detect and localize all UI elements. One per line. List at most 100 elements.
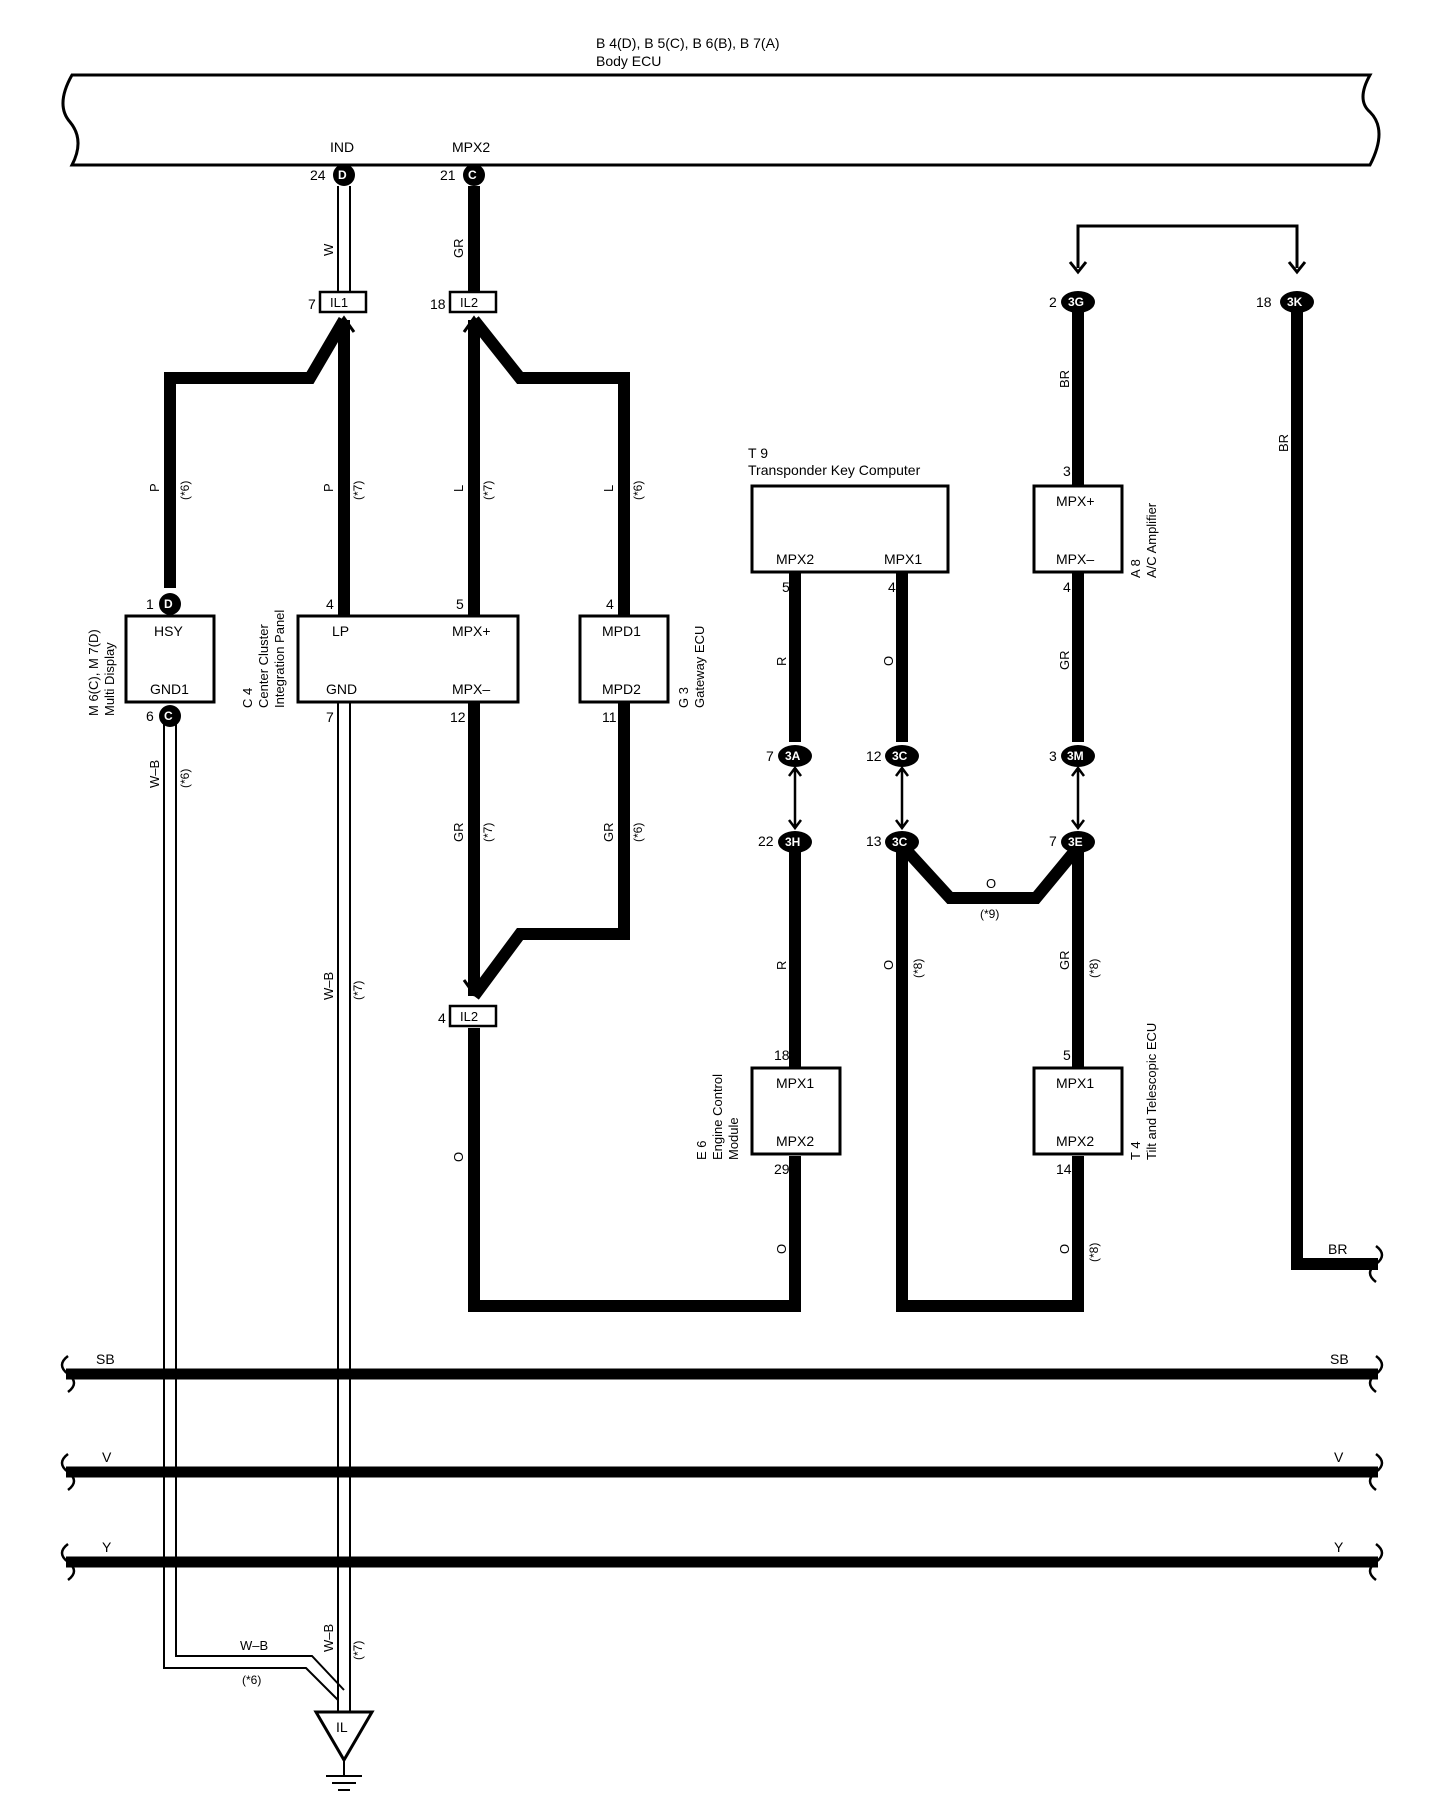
md-gnd1-num: 6 <box>146 708 154 724</box>
3a-3h-mate-icon <box>788 765 802 831</box>
gw-mpd2-label: MPD2 <box>602 681 641 697</box>
il2-bottom-num: 4 <box>438 1010 446 1026</box>
3e-oval-icon <box>1061 831 1095 853</box>
3e-label: 3E <box>1068 835 1083 849</box>
mating-arrows <box>788 765 1085 831</box>
3g-oval-icon <box>1061 291 1095 313</box>
lbl-wb-6: W–B <box>147 760 162 788</box>
connector-3c-lower: 13 3C <box>866 831 919 853</box>
lbl-wb-6-low: W–B <box>240 1638 268 1653</box>
connector-3h: 22 3H <box>758 831 812 853</box>
pin-mpx2-label: MPX2 <box>452 139 490 155</box>
bus-y-label-left: Y <box>102 1539 112 1555</box>
lbl-n6-l: (*6) <box>631 481 645 500</box>
bus-br-break <box>1368 1245 1384 1283</box>
3c-upper-label: 3C <box>892 749 908 763</box>
gw-box <box>578 614 670 704</box>
cc-box <box>296 614 520 704</box>
connector-3c-upper: 12 3C <box>866 745 919 767</box>
ac-amplifier: 3 MPX+ MPX– 4 A 8 A/C Amplifier <box>1032 463 1159 595</box>
connector-3k: 18 3K <box>1256 261 1314 313</box>
bus-sb-label-left: SB <box>96 1351 115 1367</box>
center-cluster-panel: 4 5 LP MPX+ GND MPX– 7 12 C 4 Center Clu… <box>240 596 520 725</box>
3h-num: 22 <box>758 833 774 849</box>
lbl-n7-wb-low: (*7) <box>351 1641 365 1660</box>
ground-triangle-icon <box>313 1710 375 1763</box>
lbl-n7-gr: (*7) <box>481 823 495 842</box>
lbl-n6-wb: (*6) <box>178 769 192 788</box>
lbl-l-6: L <box>601 485 616 492</box>
lbl-o-il2: O <box>451 1152 466 1162</box>
ecm-name2: Module <box>726 1117 741 1160</box>
3c-3c-mate-icon <box>895 765 909 831</box>
ac-mpxplus-label: MPX+ <box>1056 493 1095 509</box>
tt-mpx2-label: MPX2 <box>1056 1133 1094 1149</box>
3k-label: 3K <box>1287 295 1303 309</box>
lbl-r-top: R <box>774 657 789 666</box>
connector-c-icon <box>463 164 485 186</box>
lbl-o-top: O <box>881 656 896 666</box>
md-code: M 6(C), M 7(D) <box>86 629 101 716</box>
md-connector-d-icon <box>159 593 181 615</box>
3a-oval-icon <box>778 745 812 767</box>
ac-name: A/C Amplifier <box>1144 502 1159 578</box>
ecm-mpx2-label: MPX2 <box>776 1133 814 1149</box>
wire-o-tilt <box>896 852 1084 1312</box>
3g-num: 2 <box>1049 294 1057 310</box>
ac-mpxplus-num: 3 <box>1063 463 1071 479</box>
3k-oval-icon <box>1280 291 1314 313</box>
lbl-n8-gr: (*8) <box>1087 959 1101 978</box>
cc-gnd-label: GND <box>326 681 357 697</box>
cc-gnd-num: 7 <box>326 709 334 725</box>
ground-il: IL <box>313 1710 375 1791</box>
body-ecu-outline <box>61 73 1381 167</box>
md-hsy-label: HSY <box>154 623 183 639</box>
gw-code: G 3 <box>676 687 691 708</box>
pin-ind-label: IND <box>330 139 354 155</box>
gw-mpd2-num: 11 <box>602 709 617 725</box>
bus-v-label-right: V <box>1334 1449 1344 1465</box>
3a-num: 7 <box>766 748 774 764</box>
wire-br-3k <box>1291 312 1378 1270</box>
lbl-gr-ac: GR <box>1057 651 1072 671</box>
gw-mpd1-label: MPD1 <box>602 623 641 639</box>
lbl-n6-wb-low: (*6) <box>242 1673 261 1687</box>
bus-sb-label-right: SB <box>1330 1351 1349 1367</box>
tt-mpx1-label: MPX1 <box>1056 1075 1094 1091</box>
lbl-br-3k: BR <box>1276 434 1291 452</box>
connector-3e: 7 3E <box>1049 831 1095 853</box>
tt-mpx2-num: 14 <box>1056 1161 1072 1177</box>
il1-top-arrow-icon <box>332 315 356 333</box>
cc-lp-num: 4 <box>326 596 334 612</box>
junction-il2-bottom: 4 IL2 <box>438 979 498 1028</box>
cc-name2: Integration Panel <box>272 610 287 708</box>
lbl-o-tt: O <box>1057 1244 1072 1254</box>
wire-horizontal-labels: O (*9) W–B (*6) <box>240 876 999 1687</box>
3g-arrow-icon <box>1068 261 1088 275</box>
tt-mpx1-num: 5 <box>1063 1047 1071 1063</box>
ac-code: A 8 <box>1128 559 1143 578</box>
lbl-n7-wb: (*7) <box>351 981 365 1000</box>
il2-top-arrow-icon <box>462 315 486 333</box>
multi-display: 1 D HSY GND1 6 C M 6(C), M 7(D) Multi Di… <box>86 593 216 727</box>
3g-label: 3G <box>1068 295 1084 309</box>
il2-top-box <box>448 290 498 314</box>
connector-3g: 2 3G <box>1049 261 1095 313</box>
ac-mpxminus-num: 4 <box>1063 579 1071 595</box>
3h-label: 3H <box>785 835 800 849</box>
il1-top-label: IL1 <box>330 295 348 310</box>
il1-top-num: 7 <box>308 296 316 312</box>
lbl-n6-gr: (*6) <box>631 823 645 842</box>
il2-bottom-box <box>448 1004 498 1028</box>
3h-oval-icon <box>778 831 812 853</box>
md-box <box>124 614 216 704</box>
lbl-wb-7: W–B <box>321 972 336 1000</box>
tilt-telescopic-ecu: 5 MPX1 MPX2 14 T 4 Tilt and Telescopic E… <box>1032 1023 1159 1177</box>
ac-box <box>1032 484 1124 574</box>
lbl-br-ac: BR <box>1057 370 1072 388</box>
buses: SB SB V V Y Y BR <box>60 1241 1384 1581</box>
lbl-n7-l: (*7) <box>481 481 495 500</box>
lbl-wb-7-low: W–B <box>321 1624 336 1652</box>
body-ecu-pin-ind: IND 24 D <box>310 139 355 186</box>
